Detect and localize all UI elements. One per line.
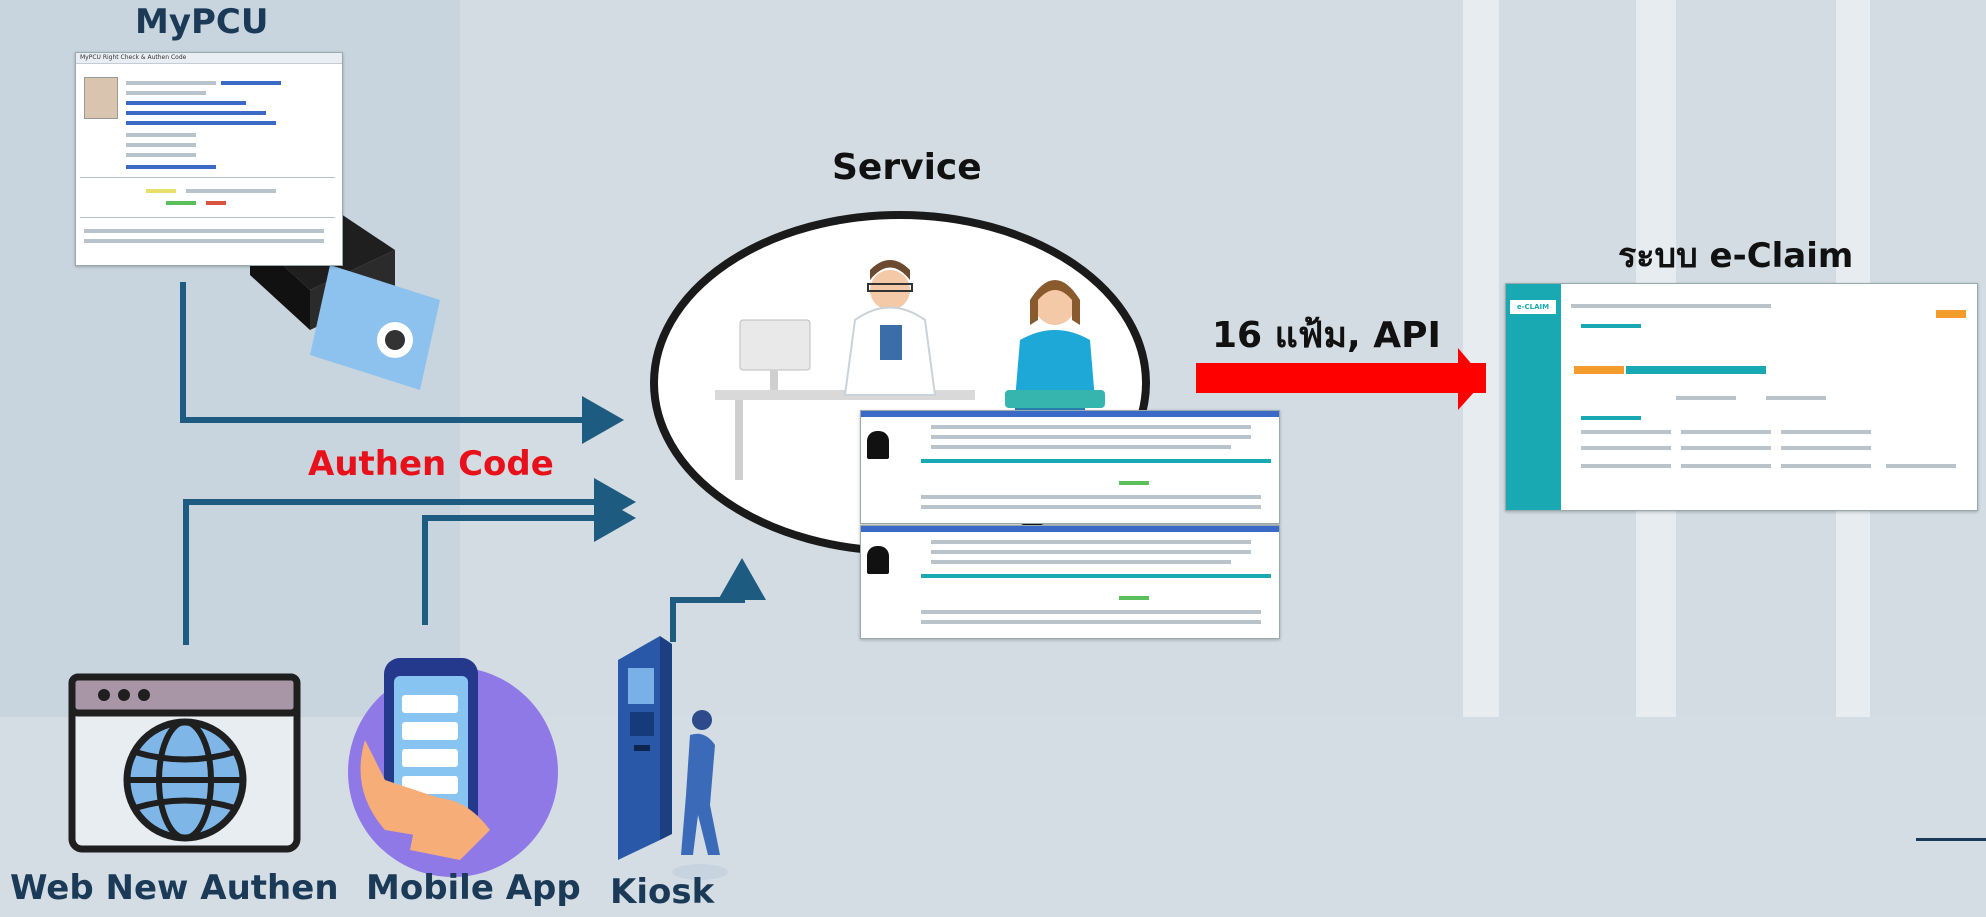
transfer-label: 16 แฟ้ม, API [1212, 315, 1441, 356]
mypcu-info-line [126, 91, 206, 95]
mypcu-label: MyPCU [135, 2, 269, 42]
service-screen-header [861, 526, 1279, 532]
eclaim-section-line [1581, 416, 1641, 420]
mypcu-table-line [80, 217, 335, 218]
service-screenshot-1 [860, 410, 1280, 524]
web-new-authen-label: Web New Authen [10, 868, 339, 908]
service-screen-line [921, 459, 1271, 463]
eclaim-logo: e-CLAIM [1510, 300, 1556, 314]
eclaim-field [1581, 430, 1671, 434]
eclaim-field [1681, 430, 1771, 434]
service-screen-line [1119, 596, 1149, 600]
person-silhouette-icon [867, 431, 889, 459]
service-screen-line [921, 505, 1261, 509]
eclaim-field [1886, 464, 1956, 468]
arrow-mypcu-to-service [180, 282, 624, 444]
mypcu-info-line [126, 111, 266, 115]
mypcu-authen-field [206, 201, 226, 205]
arrow-mobile-to-service [422, 494, 636, 625]
mypcu-authen-field [186, 189, 276, 193]
mypcu-info-line [126, 81, 216, 85]
service-screen-line [1119, 481, 1149, 485]
arrow-kiosk-to-service [670, 558, 766, 642]
mypcu-info-line [126, 101, 246, 105]
mypcu-info-line [126, 165, 216, 169]
mypcu-window-title: MyPCU Right Check & Authen Code [76, 53, 342, 64]
eclaim-screenshot: e-CLAIM [1505, 283, 1978, 511]
mobile-app-label: Mobile App [366, 868, 581, 908]
eclaim-field [1681, 464, 1771, 468]
service-screen-line [931, 445, 1231, 449]
service-screen-line [921, 495, 1261, 499]
eclaim-field [1581, 464, 1671, 468]
service-screen-line [931, 425, 1251, 429]
service-screen-line [931, 550, 1251, 554]
kiosk-user-icon [618, 636, 728, 880]
service-screen-line [921, 610, 1261, 614]
mypcu-info-line [126, 153, 196, 157]
eclaim-sidebar: e-CLAIM [1506, 284, 1561, 510]
background-lower-strip [0, 717, 1986, 917]
eclaim-header-line [1571, 304, 1771, 308]
hand-holding-phone-icon [348, 658, 558, 877]
eclaim-field [1681, 446, 1771, 450]
mypcu-info-line [126, 143, 196, 147]
eclaim-field [1781, 430, 1871, 434]
eclaim-field [1781, 446, 1871, 450]
decorative-line [1916, 838, 1986, 841]
service-screen-line [931, 540, 1251, 544]
service-screen-line [921, 620, 1261, 624]
mypcu-table-line [84, 239, 324, 243]
eclaim-field [1581, 446, 1671, 450]
service-label: Service [832, 147, 982, 188]
red-transfer-arrow [1196, 348, 1486, 410]
service-screen-header [861, 411, 1279, 417]
eclaim-label: ระบบ e-Claim [1618, 236, 1854, 276]
service-screenshot-2 [860, 525, 1280, 639]
mypcu-screenshot: MyPCU Right Check & Authen Code [75, 52, 343, 266]
kiosk-label: Kiosk [610, 872, 715, 912]
eclaim-field [1781, 464, 1871, 468]
eclaim-field [1766, 396, 1826, 400]
service-screen-line [931, 560, 1231, 564]
service-screen-line [931, 435, 1251, 439]
authen-code-label: Authen Code [308, 444, 554, 484]
mypcu-info-line [126, 133, 196, 137]
background-band-right-1 [1463, 0, 1499, 717]
mypcu-table-line [84, 229, 324, 233]
web-browser-globe-icon [68, 673, 301, 853]
service-screen-line [921, 574, 1271, 578]
eclaim-badge [1936, 310, 1966, 318]
person-silhouette-icon [867, 546, 889, 574]
mypcu-authen-field [146, 189, 176, 193]
mypcu-info-line [221, 81, 281, 85]
eclaim-field [1676, 396, 1736, 400]
eclaim-tab [1574, 366, 1624, 374]
arrow-web-to-service [183, 478, 636, 645]
eclaim-tab [1626, 366, 1766, 374]
mypcu-photo [84, 77, 118, 119]
mypcu-authen-field [166, 201, 196, 205]
mypcu-info-line [126, 121, 276, 125]
eclaim-section-line [1581, 324, 1641, 328]
mypcu-section-line [80, 177, 335, 178]
